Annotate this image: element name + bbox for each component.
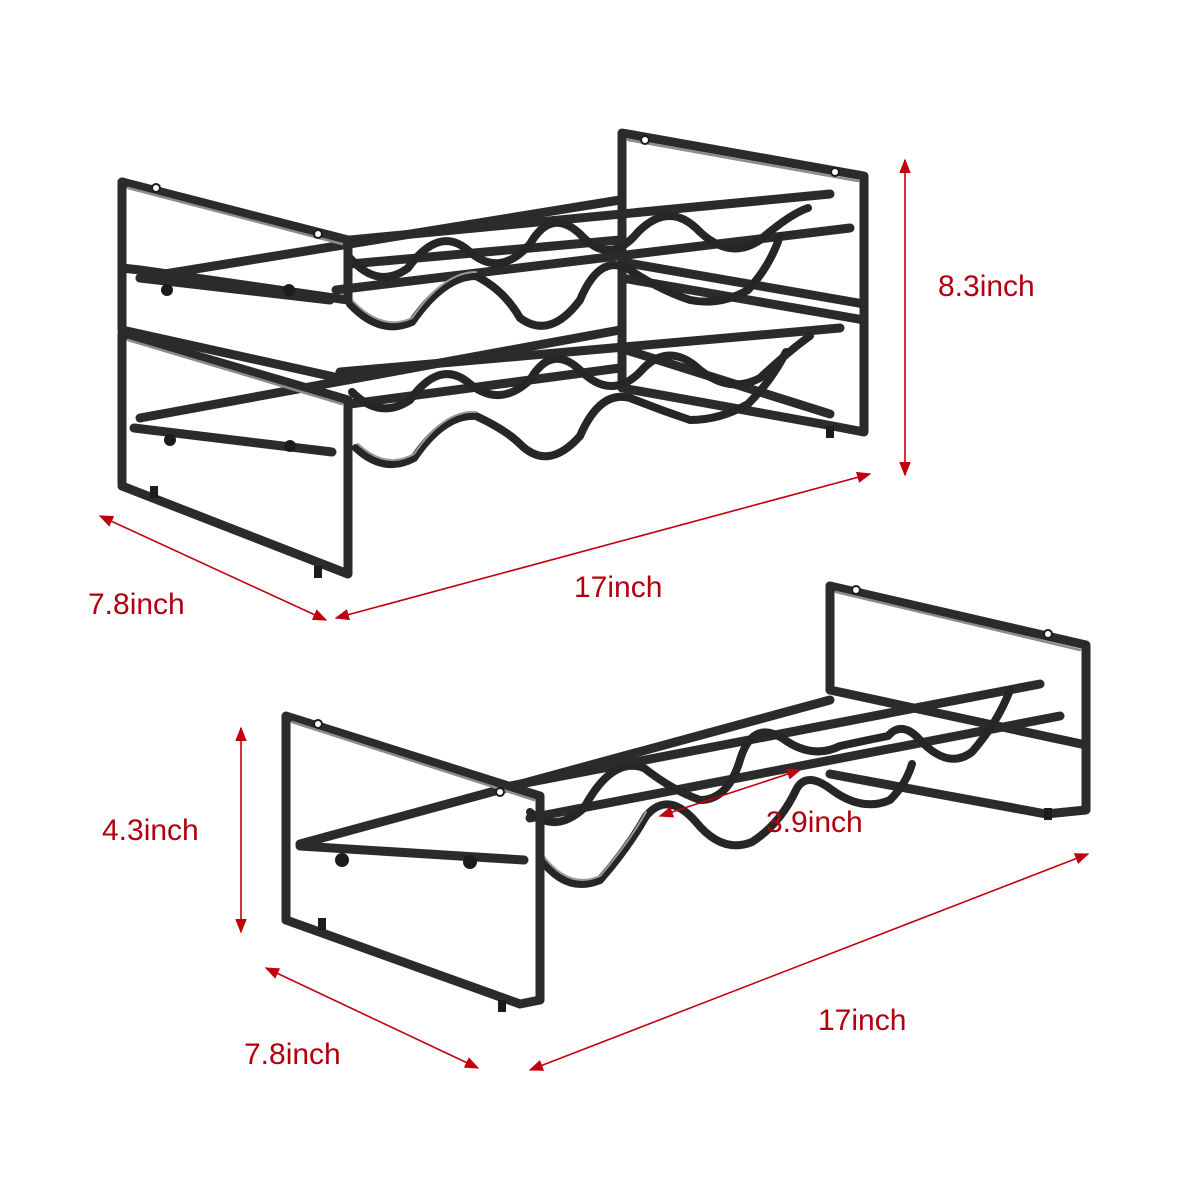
- bottom-spacing-label: 3.9inch: [766, 806, 863, 839]
- rack-foot: [150, 486, 158, 498]
- rack-foot: [314, 566, 322, 578]
- depth-dimension-line: [98, 515, 328, 621]
- lower-back-bottle-cradle: [348, 332, 814, 413]
- top-rack-dimensions: 8.3inch 17inch 7.8inch: [88, 158, 1035, 621]
- rack-foot: [498, 1000, 506, 1012]
- upper-front-bottle-cradle: [346, 232, 784, 331]
- length-dimension-line: [334, 471, 872, 621]
- spacing-dimension-line: [658, 768, 802, 818]
- rack-back-end-panel: [825, 581, 1091, 819]
- single-wine-rack-illustration: [281, 581, 1091, 1012]
- screw-icon: [335, 853, 349, 867]
- screw-icon: [463, 855, 477, 869]
- bottom-length-label: 17inch: [818, 1004, 906, 1037]
- top-height-label: 8.3inch: [938, 270, 1035, 303]
- length-dimension-line: [528, 853, 1090, 1071]
- screw-icon: [161, 284, 173, 296]
- bottom-height-label: 4.3inch: [102, 814, 199, 847]
- screw-icon: [284, 440, 296, 452]
- rack-foot: [318, 918, 326, 930]
- rack-foot: [1044, 808, 1052, 820]
- top-length-label: 17inch: [574, 571, 662, 604]
- depth-dimension-line: [264, 967, 480, 1069]
- bottom-rack-dimensions: 4.3inch 3.9inch 17inch 7.8inch: [102, 726, 1090, 1071]
- screw-icon: [164, 434, 176, 446]
- lower-front-bottle-cradle: [352, 348, 790, 468]
- back-bottle-cradle: [526, 686, 1014, 827]
- screw-icon: [283, 284, 295, 296]
- rack-foot: [826, 426, 834, 438]
- top-depth-label: 7.8inch: [88, 588, 185, 621]
- upper-back-bottle-cradle: [346, 204, 812, 281]
- bottom-depth-label: 7.8inch: [244, 1038, 341, 1071]
- stacked-wine-rack-illustration: [117, 128, 869, 579]
